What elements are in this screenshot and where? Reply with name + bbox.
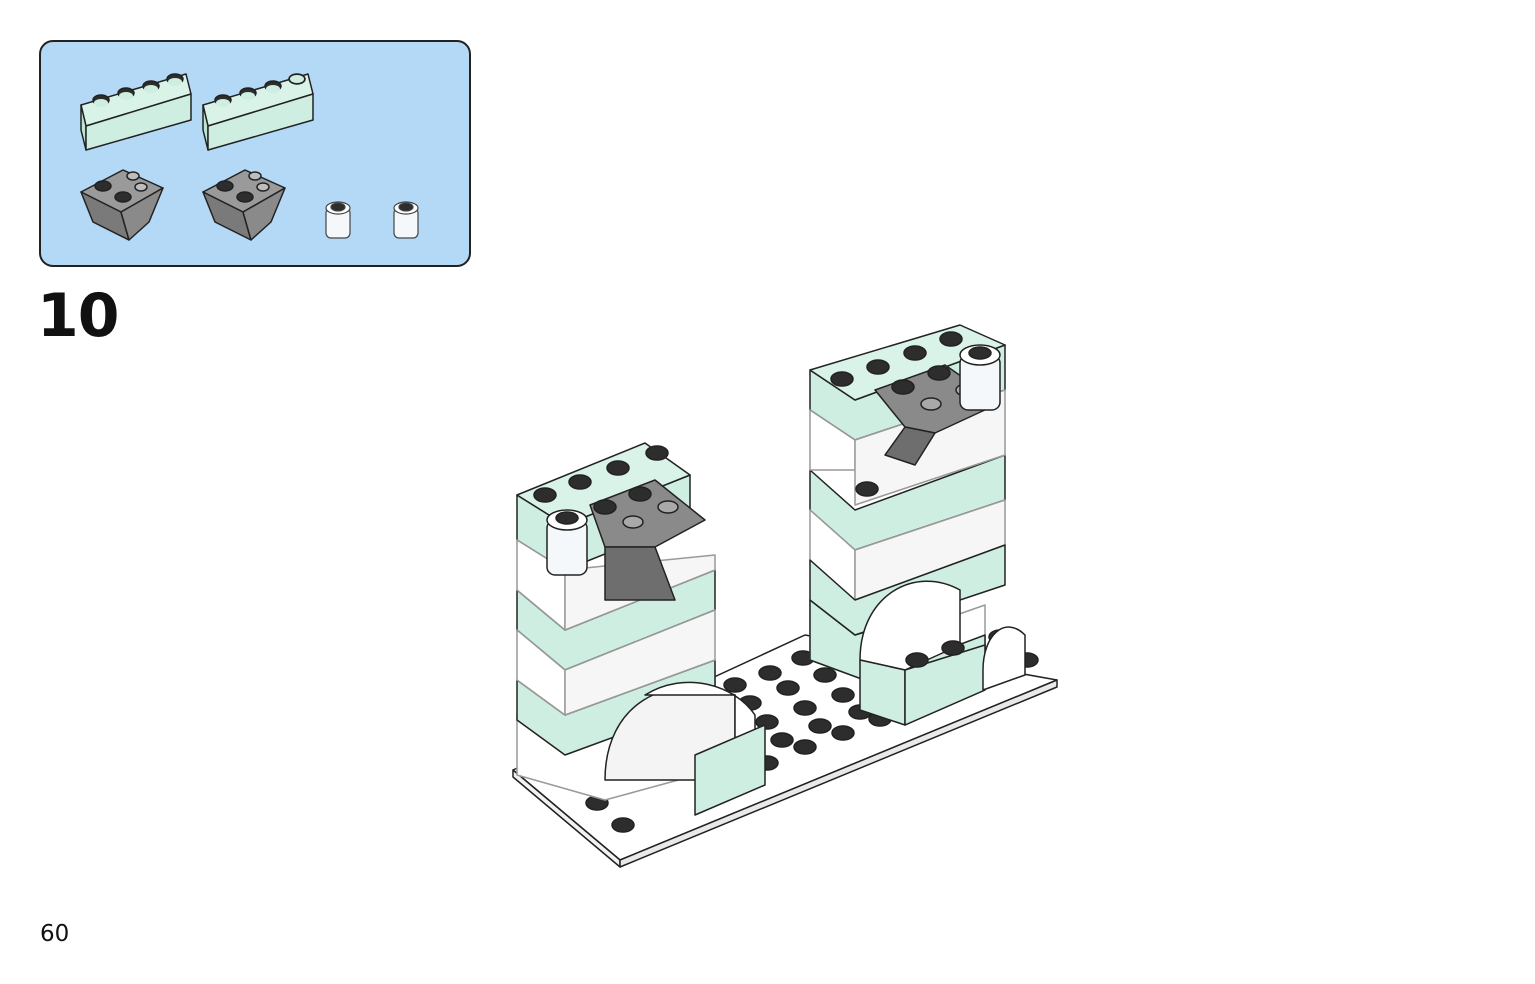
model-illustration	[505, 315, 1065, 875]
right-tower	[809, 324, 1026, 726]
inverted-slope-part	[80, 169, 164, 241]
parts-callout-illustration	[80, 73, 419, 241]
parts-callout	[39, 40, 471, 267]
brick-1x4-part	[80, 73, 192, 151]
left-tower	[516, 442, 766, 816]
round-plate-part	[393, 201, 419, 239]
page-number: 60	[40, 921, 70, 947]
brick-1x4-part	[202, 73, 314, 151]
round-plate-part	[325, 201, 351, 239]
step-number: 10	[37, 281, 119, 351]
inverted-slope-part	[202, 169, 286, 241]
